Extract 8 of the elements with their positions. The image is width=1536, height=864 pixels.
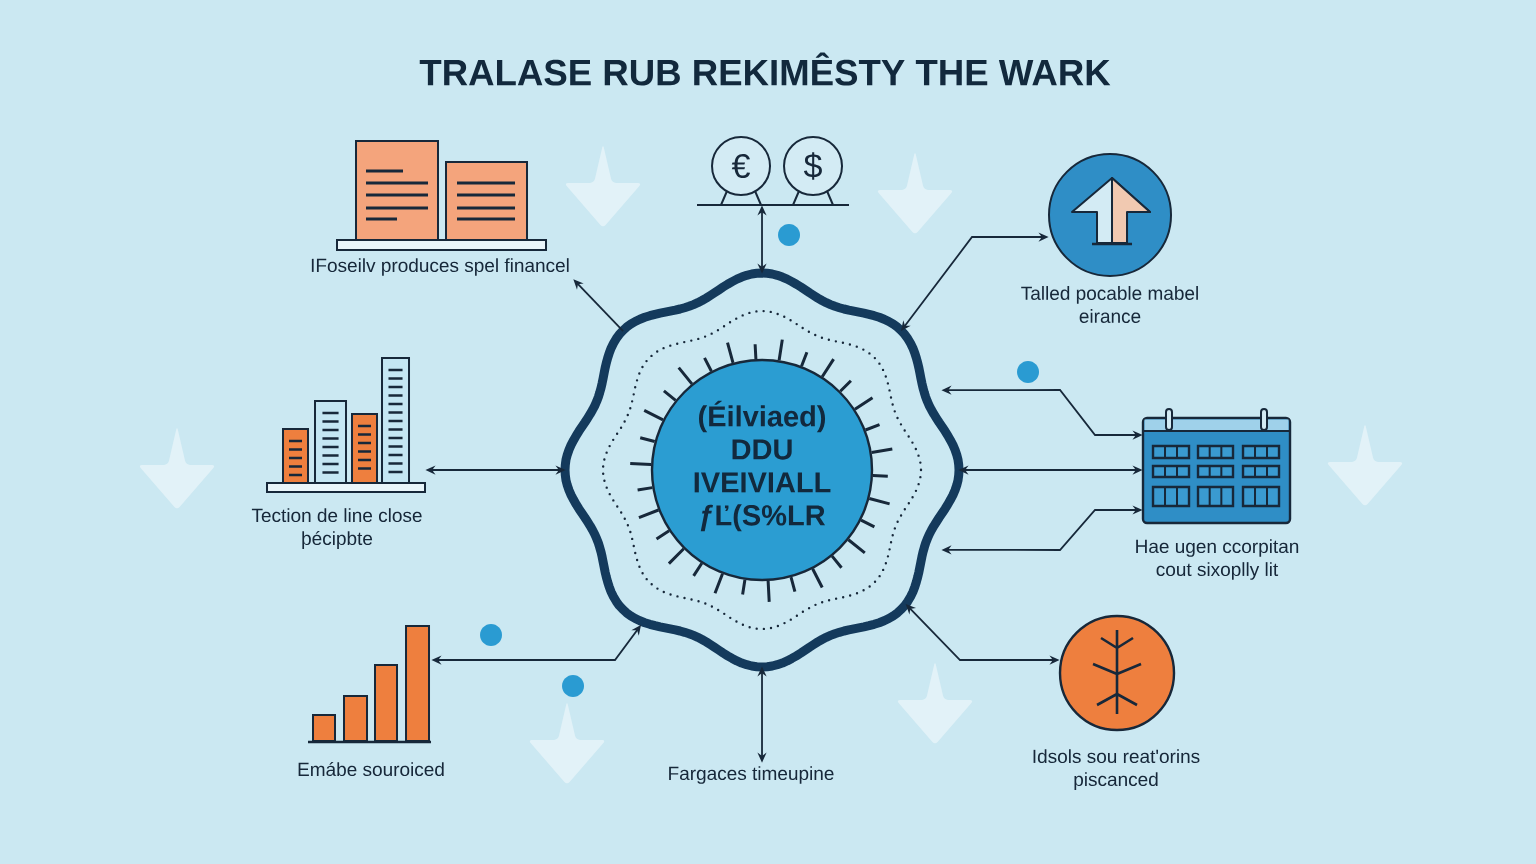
node-label: Hae ugen ccorpitan cout sixoplly lit bbox=[1136, 539, 1299, 580]
node-label: Talled pocable mabel eirance bbox=[1021, 286, 1198, 323]
circle-badge: (Éilviaed) DDU IVEIVIALL ƒĽ(S%LR bbox=[628, 338, 894, 604]
node-label: Emábe souroiced bbox=[298, 761, 444, 777]
node-label: Idsols sou reat'orins piscanced bbox=[1033, 749, 1200, 790]
node-label: IFoseilv produces spel financel bbox=[311, 258, 569, 276]
title: TRALASE RUB REKIMÊSTY THE WARK bbox=[419, 52, 1111, 86]
node-label: Tection de line close þécipbte bbox=[251, 508, 422, 549]
